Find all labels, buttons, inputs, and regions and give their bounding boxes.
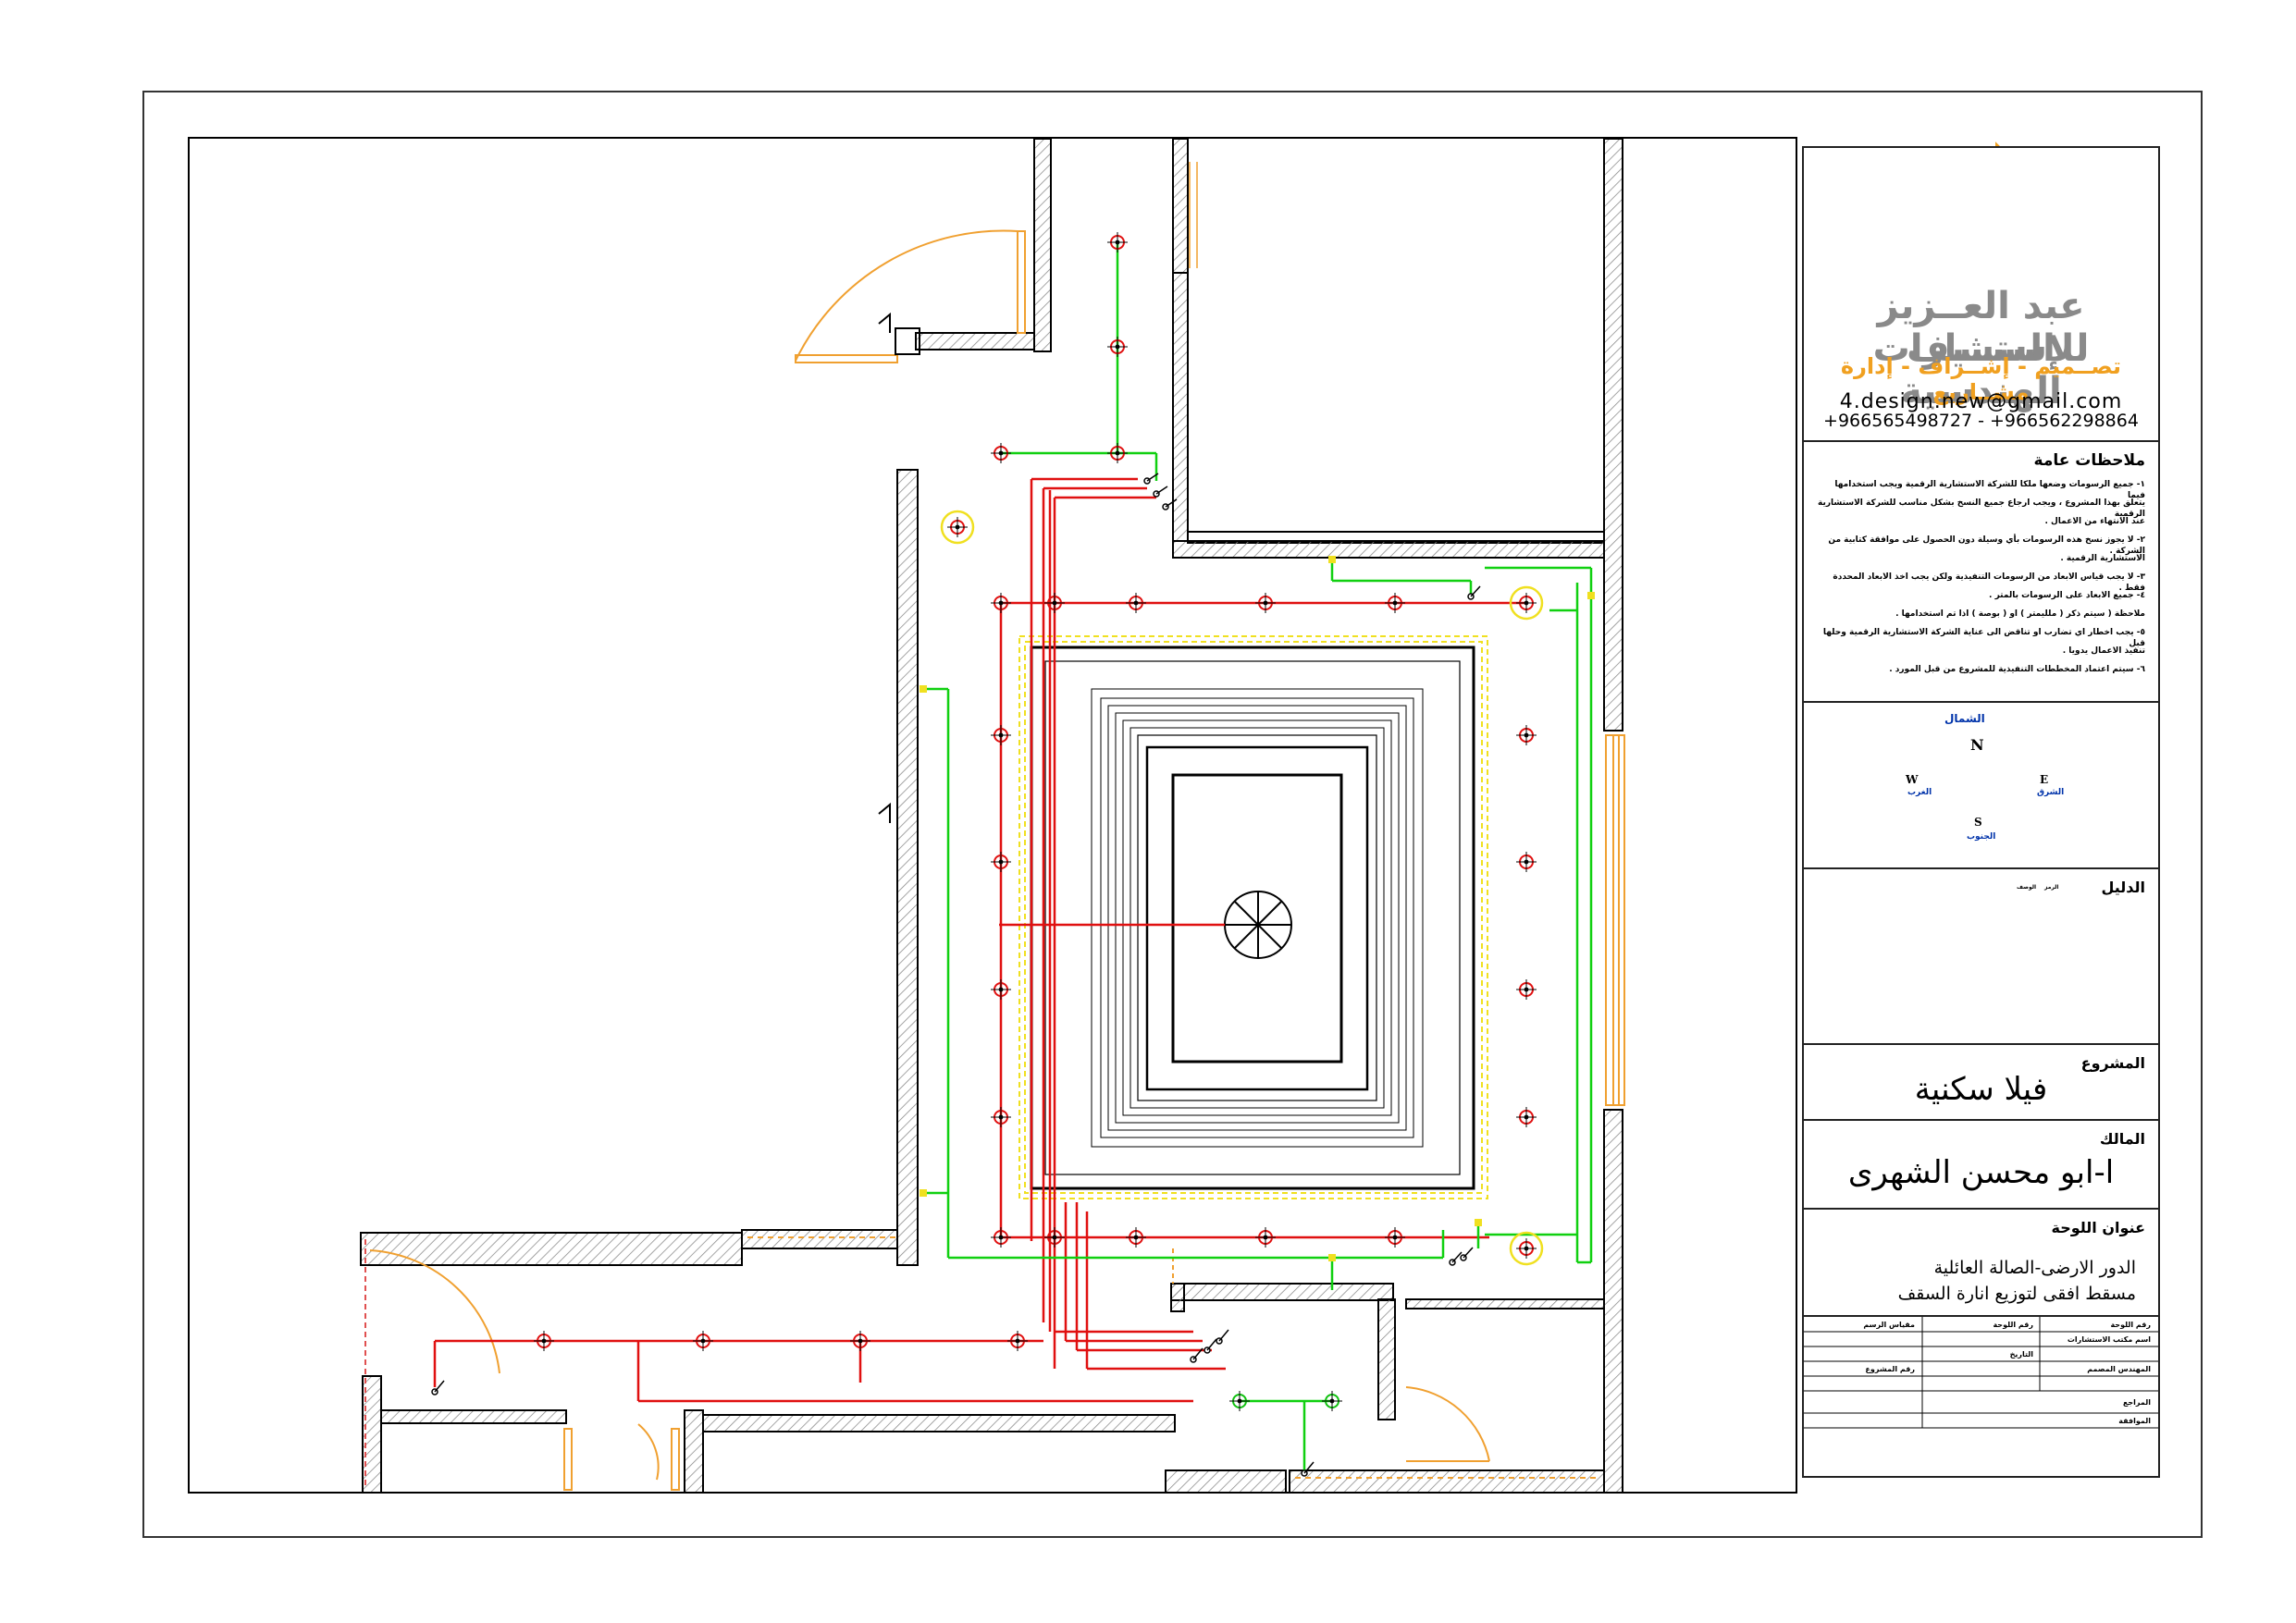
info-date: التاريخ <box>2009 1350 2033 1359</box>
doors <box>364 229 1490 1491</box>
door-symbols <box>878 312 920 823</box>
sheet-title-label: عنوان اللوحة <box>2051 1219 2146 1236</box>
note-line: تنفيذ الاعمال يدويا . <box>2062 646 2145 656</box>
info-scale: مقياس الرسم <box>1863 1321 1915 1329</box>
company-name-line1: عبد العــزيز الســيف <box>1877 285 2085 370</box>
project-value: فيلا سكنية <box>1914 1071 2048 1108</box>
info-drawing-no: رقم اللوحة <box>1993 1321 2033 1329</box>
red-circuits <box>433 477 1526 1403</box>
compass-west-ar: الغرب <box>1907 788 1932 797</box>
sheet-title-line2: مسقط افقى لتوزيع انارة السقف <box>1897 1284 2136 1304</box>
info-section: مقياس الرسم رقم اللوحة رقم اللوحة اسم مك… <box>1804 1317 2158 1480</box>
compass-south-ar: الجنوب <box>1967 832 1996 842</box>
notes-section: ملاحظات عامة ١- جميع الرسومات وضعها ملكا… <box>1804 442 2158 703</box>
drawing-frame <box>188 137 1797 1494</box>
company-email[interactable]: 4.design.new@gmail.com <box>1839 390 2123 413</box>
info-grid <box>1804 1317 2158 1429</box>
note-line: ١- جميع الرسومات وضعها ملكا للشركة الاست… <box>1834 480 2145 500</box>
note-line: يتعلق بهذا المشروع ، ويجب ارجاع جميع الن… <box>1818 498 2145 519</box>
yellow-outlets <box>920 556 1595 1261</box>
owner-section: المالك ا-ابو محسن الشهرى <box>1804 1121 2158 1210</box>
compass-west: W <box>1906 773 1919 786</box>
walls <box>360 138 1623 1494</box>
info-review: المراجع <box>2122 1398 2151 1407</box>
note-line: ٢- لا يجوز نسخ هذه الرسومات بأي وسيلة دو… <box>1828 535 2145 556</box>
compass-north: N <box>1970 736 1984 754</box>
company-tagline: تصــميم - إشــراف - إدارة مشــاريع <box>1840 353 2122 405</box>
company-phones: +966565498727 - +966562298864 <box>1823 411 2139 431</box>
ceiling-trays <box>1030 646 1475 1190</box>
note-line: ٣- لا يجب قياس الابعاد من الرسومات التنف… <box>1833 572 2145 593</box>
sheet-title-line1: الدور الارضى-الصالة العائلية <box>1933 1258 2136 1278</box>
project-label: المشروع <box>2080 1054 2145 1072</box>
sheet-title-section: عنوان اللوحة الدور الارضى-الصالة العائلي… <box>1804 1210 2158 1317</box>
info-office: اسم مكتب الاستشارات <box>2067 1335 2151 1344</box>
outer-sheet-border <box>142 91 2203 1538</box>
owner-label: المالك <box>2099 1130 2145 1148</box>
info-approval: الموافقة <box>2118 1417 2151 1425</box>
note-line: ٦- سيتم اعتماد المخططات التنفيذية للمشرو… <box>1889 665 2145 674</box>
title-block: عبد العــزيز الســيف للإستشارات الهندسية… <box>1802 146 2160 1478</box>
window-top <box>1189 162 1198 268</box>
legend-section: الدليل الوصف الرمز <box>1804 869 2158 1045</box>
company-name-line2: للإستشارات الهندسية <box>1872 327 2090 412</box>
ceiling-yellow-border <box>1018 635 1488 1199</box>
note-line: الاستشارية الرقمية . <box>2060 554 2145 563</box>
legend-header-desc: الوصف <box>2017 884 2037 891</box>
info-project-no: رقم المشروع <box>1865 1365 1915 1373</box>
dashed-openings <box>747 1236 1600 1479</box>
compass-north-ar: الشمال <box>1944 712 1985 725</box>
compass-section: الشمال N W E الغرب الشرق S الجنوب <box>1804 703 2158 869</box>
note-line: ملاحظة ( سيتم ذكر ( ملليمتر ) او ( بوصة … <box>1895 609 2145 619</box>
info-engineer: المهندس المصمم <box>2087 1365 2151 1373</box>
note-line: ٤- جميع الابعاد على الرسومات بالمتر . <box>1989 591 2145 600</box>
compass-east-ar: الشرق <box>2037 788 2065 797</box>
green-circuits <box>920 242 1593 1470</box>
project-section: المشروع فيلا سكنية <box>1804 1045 2158 1121</box>
compass-east: E <box>2040 773 2049 786</box>
legend-header-symbol: الرمز <box>2044 884 2059 891</box>
company-header: عبد العــزيز الســيف للإستشارات الهندسية… <box>1804 148 2158 442</box>
legend-title: الدليل <box>2101 879 2145 896</box>
info-sheet-no: رقم اللوحة <box>2110 1321 2151 1329</box>
window-right <box>1605 734 1625 1106</box>
switch-icons <box>431 473 1481 1477</box>
compass-south: S <box>1974 816 1982 829</box>
owner-value: ا-ابو محسن الشهرى <box>1847 1154 2115 1191</box>
chandelier-icon <box>1224 891 1292 959</box>
notes-title: ملاحظات عامة <box>2033 451 2145 470</box>
note-line: ٥- يجب اخطار اي تضارب او تناقض الى عناية… <box>1822 628 2145 648</box>
note-line: عند الانتهاء من الاعمال . <box>2044 517 2145 526</box>
